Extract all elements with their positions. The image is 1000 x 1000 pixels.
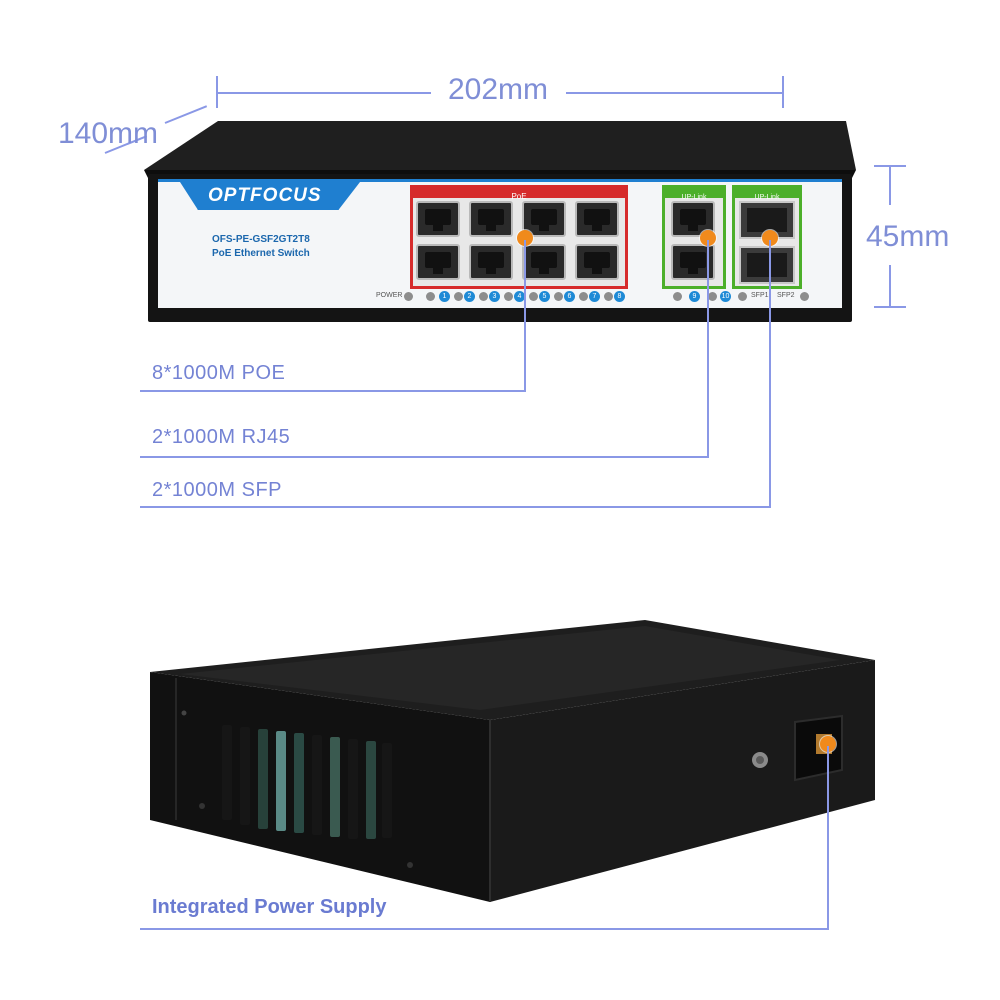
- power-callout-vline: [827, 746, 829, 930]
- port-10-number: 10: [720, 291, 731, 302]
- port-3-number: 3: [489, 291, 500, 302]
- sfp-marker-dot: [762, 230, 778, 246]
- port-7-led-a: [579, 292, 588, 301]
- port-8-led-a: [604, 292, 613, 301]
- port-5-led-a: [529, 292, 538, 301]
- port-9-number: 9: [689, 291, 700, 302]
- sfp2-label: SFP2: [777, 292, 795, 299]
- rj45-callout-hline: [140, 456, 709, 458]
- sfp-port-1[interactable]: [739, 201, 795, 239]
- poe-callout-label: 8*1000M POE: [152, 362, 286, 384]
- sfp-port-2[interactable]: [739, 246, 795, 284]
- uplink-group-label-1: UP-Link: [681, 194, 707, 201]
- power-led: [404, 292, 413, 301]
- rj45-uplink-group: UP-Link: [662, 185, 726, 289]
- port-1-number: 1: [439, 291, 450, 302]
- port-3-led-a: [479, 292, 488, 301]
- depth-label: 140mm: [58, 117, 159, 150]
- rj45-port-6[interactable]: [522, 244, 566, 280]
- port-5-number: 5: [539, 291, 550, 302]
- height-dimension: 45mm: [860, 165, 960, 310]
- depth-dimension: 140mm: [55, 105, 225, 162]
- port-2-led-a: [454, 292, 463, 301]
- poe-callout-vline: [524, 240, 526, 392]
- brand-badge: OPTFOCUS: [180, 182, 360, 210]
- ventilation-grille: [222, 725, 392, 845]
- product-description: PoE Ethernet Switch: [212, 248, 310, 259]
- uplink-group-label-2: UP-Link: [754, 194, 780, 201]
- port-1-led-a: [426, 292, 435, 301]
- rj45-port-4[interactable]: [469, 244, 513, 280]
- poe-callout-hline: [140, 390, 526, 392]
- poe-group-label: PoE: [511, 192, 527, 201]
- rj45-port-1[interactable]: [416, 201, 460, 237]
- sfp-callout-hline: [140, 506, 771, 508]
- sfp1-led: [738, 292, 747, 301]
- rj45-marker-dot: [700, 230, 716, 246]
- height-label: 45mm: [866, 220, 950, 253]
- sfp-callout-vline: [769, 240, 771, 508]
- rj45-callout-vline: [707, 240, 709, 458]
- rj45-port-2[interactable]: [416, 244, 460, 280]
- port-9-led: [673, 292, 682, 301]
- brand-logo: OPTFOCUS: [208, 185, 322, 206]
- port-10-led: [708, 292, 717, 301]
- poe-marker-dot: [517, 230, 533, 246]
- width-label: 202mm: [448, 73, 549, 106]
- rj45-callout-label: 2*1000M RJ45: [152, 426, 291, 448]
- sfp-callout-label: 2*1000M SFP: [152, 479, 283, 501]
- width-dimension: 202mm: [216, 70, 784, 110]
- rj45-port-7[interactable]: [575, 201, 619, 237]
- port-4-number: 4: [514, 291, 525, 302]
- model-number: OFS-PE-GSF2GT2T8: [212, 234, 310, 245]
- switch-top-lid: [144, 121, 856, 178]
- port-6-led-a: [554, 292, 563, 301]
- power-callout-hline: [140, 928, 829, 930]
- port-2-number: 2: [464, 291, 475, 302]
- rj45-port-3[interactable]: [469, 201, 513, 237]
- sfp1-label: SFP1: [751, 292, 769, 299]
- power-supply-callout-label: Integrated Power Supply: [152, 896, 387, 918]
- sfp2-led: [800, 292, 809, 301]
- switch-front-panel: OPTFOCUS OFS-PE-GSF2GT2T8 PoE Ethernet S…: [148, 174, 852, 322]
- port-7-number: 7: [589, 291, 600, 302]
- power-supply-marker-dot: [820, 736, 836, 752]
- faceplate: OPTFOCUS OFS-PE-GSF2GT2T8 PoE Ethernet S…: [158, 179, 842, 308]
- port-4-led-a: [504, 292, 513, 301]
- power-label: POWER: [376, 292, 403, 299]
- poe-group-header: PoE: [413, 188, 625, 201]
- rj45-port-8[interactable]: [575, 244, 619, 280]
- port-8-number: 8: [614, 291, 625, 302]
- port-6-number: 6: [564, 291, 575, 302]
- switch-front-view: OPTFOCUS OFS-PE-GSF2GT2T8 PoE Ethernet S…: [140, 118, 860, 323]
